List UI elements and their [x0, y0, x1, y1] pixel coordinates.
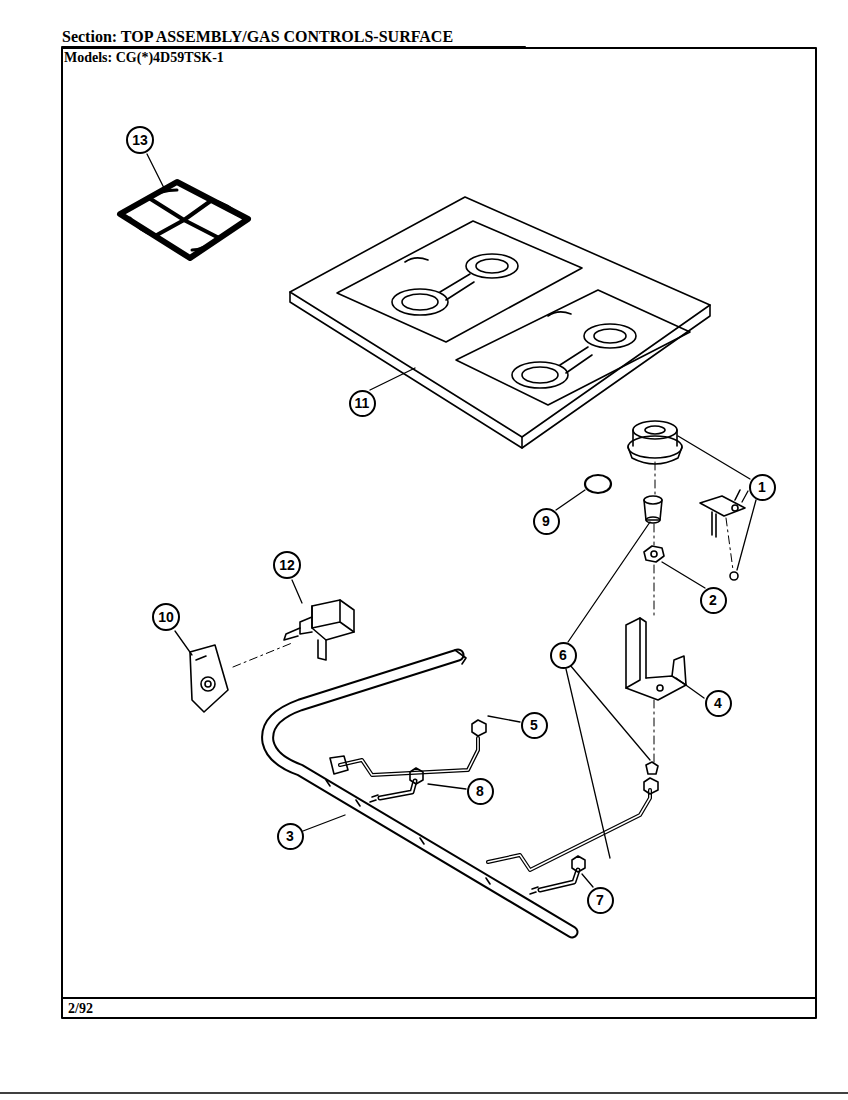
burner-tube: [488, 790, 650, 870]
hex-nut: [644, 546, 664, 562]
callout-text: 9: [542, 514, 550, 528]
burner-tube: [340, 738, 478, 775]
callout-text: 1: [758, 480, 766, 494]
page-edge-rule: [0, 1092, 848, 1094]
o-ring: [585, 475, 611, 493]
callout-text: 12: [279, 558, 295, 572]
footer-rule: [62, 997, 816, 999]
callout-number: 12: [273, 551, 301, 579]
date-code: 2/92: [68, 1001, 93, 1017]
callout-text: 8: [476, 784, 484, 798]
callout-number: 6: [550, 642, 577, 669]
page-frame: [62, 48, 816, 1018]
section-title: Section: TOP ASSEMBLY/GAS CONTROLS-SURFA…: [62, 28, 453, 46]
burner-head: [628, 421, 682, 464]
callout-number: 8: [467, 778, 494, 805]
orifice-fitting: [530, 856, 585, 894]
gas-valve: [284, 600, 354, 660]
igniter-electrode: [700, 490, 745, 537]
orifice-fitting: [370, 768, 423, 802]
callout-text: 5: [530, 718, 538, 732]
tube-nut: [472, 720, 486, 736]
callout-number: 11: [349, 390, 376, 417]
model-number: Models: CG(*)4D59TSK-1: [64, 50, 224, 66]
mounting-bracket: [626, 618, 686, 700]
callout-number: 5: [521, 712, 548, 739]
hex-nut-hole: [651, 551, 657, 557]
callout-number: 9: [533, 508, 560, 535]
screw: [730, 572, 738, 580]
callout-number: 1: [749, 474, 776, 501]
callout-text: 11: [355, 396, 370, 410]
leader-line: [147, 154, 756, 887]
tube-nut: [646, 762, 658, 774]
callout-number: 4: [705, 690, 732, 717]
callout-number: 7: [587, 887, 614, 914]
callout-text: 10: [158, 610, 174, 624]
manifold-pipe: [268, 650, 572, 932]
callout-text: 7: [596, 893, 604, 907]
center-line: [233, 462, 733, 762]
tube-nut: [644, 778, 658, 794]
callout-text: 3: [286, 829, 294, 843]
callout-number: 2: [700, 587, 727, 614]
ignition-switch: [190, 645, 228, 712]
callout-text: 13: [132, 133, 148, 147]
cooktop: [290, 197, 710, 448]
orifice-spud: [644, 496, 662, 523]
callout-number: 13: [126, 126, 154, 154]
callout-number: 10: [152, 603, 180, 631]
callout-text: 2: [709, 593, 717, 607]
tube-fitting: [330, 756, 348, 774]
callout-text: 6: [559, 648, 567, 662]
callout-text: 4: [714, 696, 722, 710]
callout-number: 3: [277, 823, 304, 850]
burner-grate: [120, 182, 248, 258]
